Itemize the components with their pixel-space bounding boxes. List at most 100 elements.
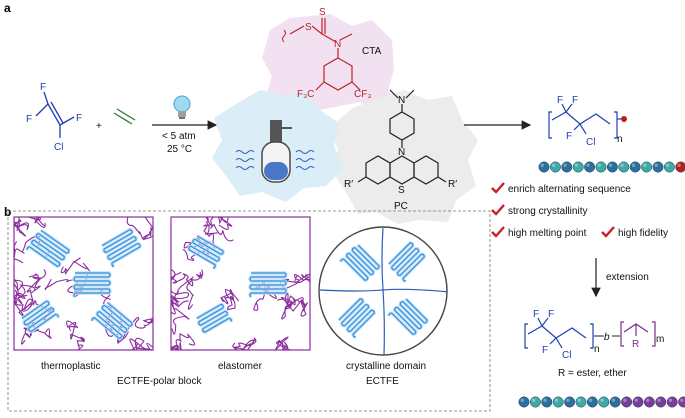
block-sequence-bead [609,396,621,408]
ctfe-atom-f3: F [76,113,82,124]
product-end-group [621,116,627,122]
sequence-bead-highlight [574,163,579,167]
block-atom-f2: F [548,309,554,320]
block-sequence-bead [598,396,610,408]
crystal-lamella [249,272,287,298]
caption-thermoplastic: thermoplastic [41,361,100,372]
block-atom-f1: F [533,309,539,320]
sequence-bead-highlight [540,163,544,167]
caption-crystalline-domain: crystalline domain [346,361,426,372]
crystal-lamella [101,228,141,267]
light-waves-left [235,150,255,170]
crystal-lamella [388,242,425,282]
block-sequence-bead-highlight [566,398,570,402]
amorphous-chain [66,320,85,350]
pc-atom-r2: R′ [448,179,457,190]
block-sequence-bead [518,396,530,408]
light-waves-right [295,150,315,170]
plus-sign: + [96,121,102,132]
sequence-bead [538,161,550,173]
elastomer-morphology [170,216,311,351]
block-atom-cl: Cl [562,350,571,361]
check-icon [491,226,505,238]
pc-structure [357,89,447,185]
product-atom-f1: F [557,95,563,106]
block-subscript-m: m [656,334,664,345]
crystal-lamella [73,272,111,298]
block-sequence-bead [655,396,667,408]
sequence-bead [663,161,675,173]
pc-atom-n-core: N [398,147,405,158]
block-sequence-bead [643,396,655,408]
sequence-bead-highlight [597,163,601,167]
cta-atom-s1: S [305,22,312,33]
block-b-label: b [604,332,610,343]
sequence-bead-highlight [665,163,670,167]
product-atom-cl: Cl [586,137,595,148]
feature-crystallinity: strong crystallinity [508,206,587,217]
amorphous-chain [220,288,240,311]
check-icon [491,204,505,216]
sequence-bead-highlight [643,163,647,167]
block-sequence-bead-highlight [577,398,581,402]
cta-atom-cf3: CF₃ [354,89,371,100]
amorphous-chain [232,337,257,350]
ctfe-monomer [35,91,75,138]
pc-atom-s: S [398,185,405,196]
condition-temperature: 25 °C [167,144,192,155]
pc-atom-r1: R′ [344,179,353,190]
sequence-bead [641,161,653,173]
crystal-lamella [26,229,70,267]
caption-elastomer: elastomer [218,361,263,372]
check-icon [601,226,615,238]
crystal-lamella [340,244,380,281]
sequence-bead [561,161,573,173]
block-sequence-bead-highlight [588,398,593,402]
product-atom-f3: F [566,131,572,142]
amorphous-chain [60,257,91,297]
amorphous-chain [279,273,310,290]
crystal-lamella [188,235,224,269]
sequence-bead-highlight [631,163,636,167]
cta-name: CTA [362,46,382,57]
feature-alternating: enrich alternating sequence [508,184,631,195]
light-bulb-icon [173,95,191,119]
condition-pressure: < 5 atm [162,131,196,142]
block-sequence-bead-highlight [611,398,616,402]
ethylene-monomer [113,108,136,125]
check-icon [491,182,505,194]
sequence-bead-highlight [677,163,681,167]
amorphous-chain [171,295,190,335]
product-structure [548,103,618,139]
product-subscript-n: n [617,134,623,145]
block-sequence-bead-highlight [680,398,684,402]
sequence-bead [675,161,685,173]
ctfe-atom-f2: F [26,114,32,125]
block-sequence-bead-highlight [657,398,661,402]
block-sequence-bead [586,396,598,408]
block-sequence-bead-highlight [634,398,638,402]
sequence-bead-highlight [620,163,624,167]
feature-melting-point: high melting point [508,228,587,239]
product-atom-f2: F [572,95,578,106]
amorphous-chain [274,336,292,350]
block-r-note: R = ester, ether [558,368,627,379]
block-sequence-bead [632,396,644,408]
amorphous-chain [14,268,46,297]
cta-structure [282,18,361,91]
sequence-bead [572,161,584,173]
caption-ectfe-polar-block: ECTFE-polar block [117,376,202,387]
amorphous-chain [204,217,233,235]
block-sequence-bead [529,396,541,408]
block-sequence-bead [678,396,685,408]
crystal-lamella [388,298,428,335]
block-sequence-bead-highlight [554,398,559,402]
caption-ectfe: ECTFE [366,376,399,387]
sequence-bead [652,161,664,173]
block-sequence-beads [518,396,685,408]
polar-block-structure [620,321,656,347]
sequence-bead [618,161,630,173]
cta-atom-n: N [334,39,341,50]
tie-chain [381,227,385,355]
